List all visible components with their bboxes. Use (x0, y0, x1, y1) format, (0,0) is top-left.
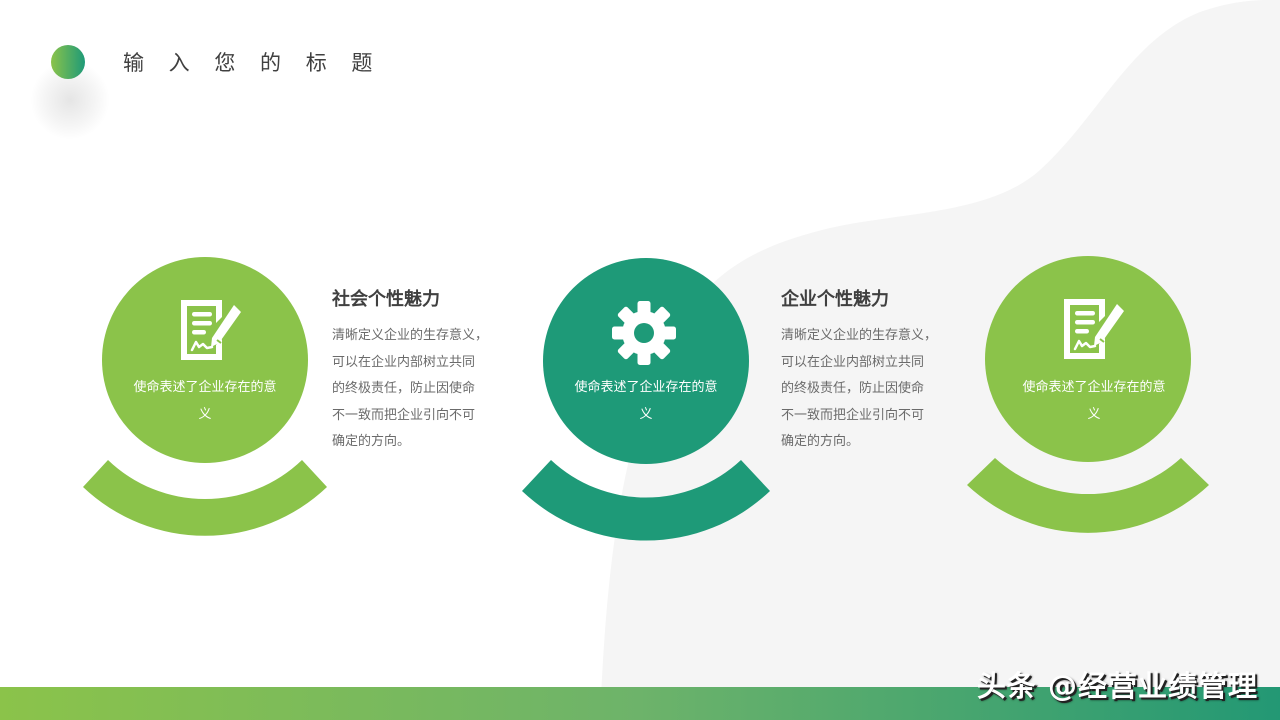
circle-text-line: 使命表述了企业存在的意 (574, 380, 718, 395)
document-edit-icon (1064, 299, 1124, 359)
smile-arc (83, 460, 327, 536)
description-line: 可以在企业内部树立共同 (332, 354, 476, 370)
description-line: 不一致而把企业引向不可 (781, 407, 925, 423)
description-line: 可以在企业内部树立共同 (781, 354, 925, 370)
description-line: 清晰定义企业的生存意义， (332, 328, 489, 343)
circle-text: 使命表述了企业存在的意 义 (556, 374, 736, 428)
description-line: 确定的方向。 (332, 434, 411, 449)
circle-text-line: 使命表述了企业存在的意 (133, 380, 277, 395)
smile-arc (967, 458, 1209, 533)
bottom-gradient-bar (0, 687, 1280, 720)
description-block-1: 社会个性魅力 清晰定义企业的生存意义， 可以在企业内部树立共同 的终极责任，防止… (332, 289, 512, 456)
description-line: 清晰定义企业的生存意义， (781, 328, 938, 343)
circle-text: 使命表述了企业存在的意 义 (115, 374, 295, 428)
circle-text-line: 义 (1087, 407, 1101, 422)
page-title: 输 入 您 的 标 题 (123, 51, 382, 75)
description-title: 社会个性魅力 (332, 289, 440, 310)
gear-icon (612, 301, 676, 365)
circle-text-line: 义 (198, 407, 212, 422)
description-title: 企业个性魅力 (781, 289, 889, 310)
description-line: 的终极责任，防止因使命 (781, 381, 925, 396)
watermark: 头条 @经营业绩管理 (976, 669, 1258, 703)
description-line: 不一致而把企业引向不可 (332, 407, 476, 423)
description-line: 的终极责任，防止因使命 (332, 381, 476, 396)
description-block-2: 企业个性魅力 清晰定义企业的生存意义， 可以在企业内部树立共同 的终极责任，防止… (781, 289, 961, 456)
document-edit-icon (181, 300, 241, 360)
description-body: 清晰定义企业的生存意义， 可以在企业内部树立共同 的终极责任，防止因使命 不一致… (332, 323, 512, 456)
circle-text: 使命表述了企业存在的意 义 (1004, 374, 1184, 428)
circle-text-line: 义 (639, 407, 653, 422)
description-body: 清晰定义企业的生存意义， 可以在企业内部树立共同 的终极责任，防止因使命 不一致… (781, 323, 961, 456)
logo-dot (51, 45, 85, 79)
description-line: 确定的方向。 (781, 434, 860, 449)
smile-arc (522, 460, 770, 541)
circle-text-line: 使命表述了企业存在的意 (1022, 380, 1166, 395)
